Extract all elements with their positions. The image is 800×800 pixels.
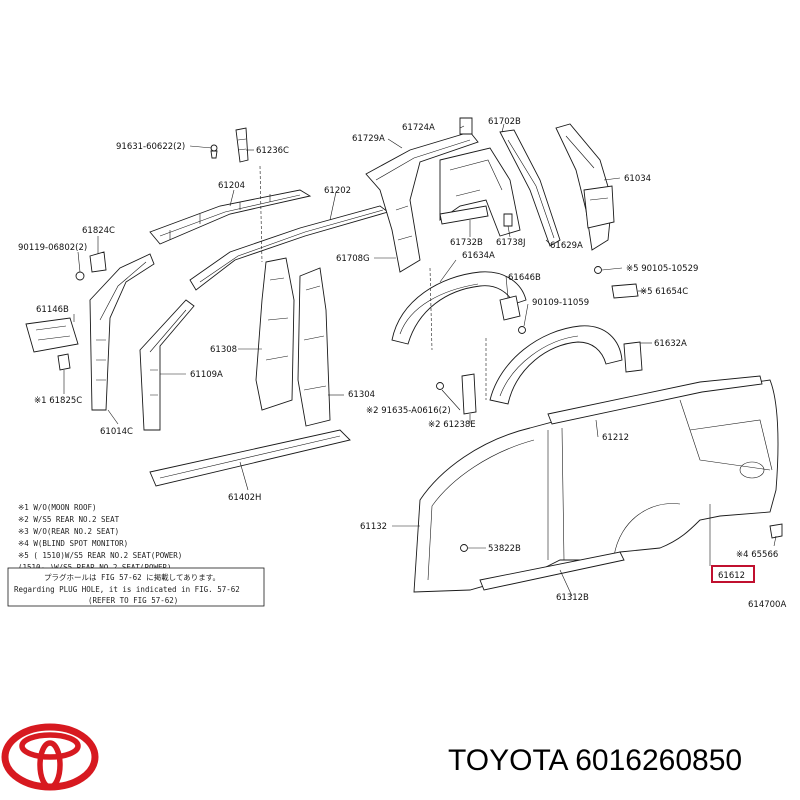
part-61402H xyxy=(149,429,351,487)
notes-block: ※1 W/O(MOON ROOF) ※2 W/S5 REAR NO.2 SEAT… xyxy=(18,503,182,572)
callout-61724A: 61724A xyxy=(402,123,435,133)
callout-61629A: 61629A xyxy=(550,241,583,251)
part-61724A xyxy=(459,117,473,135)
callout-61824C: 61824C xyxy=(82,226,115,236)
part-61629A xyxy=(499,129,561,247)
callout-61738J: 61738J xyxy=(496,238,526,248)
diagram-code: 614700A xyxy=(748,600,786,610)
callout-61732B: 61732B xyxy=(450,238,483,248)
note-1: ※1 W/O(MOON ROOF) xyxy=(18,503,97,512)
callout-61632A: 61632A xyxy=(654,339,687,349)
plug-hole-note: プラグホールは FIG 57-62 に掲載してあります。 Regarding P… xyxy=(7,567,265,607)
fastener-91635 xyxy=(436,382,444,390)
part-61632A xyxy=(489,325,643,405)
callout-61034: 61034 xyxy=(624,174,651,184)
callout-65566: ※4 65566 xyxy=(736,550,778,560)
callout-labels: 91631-60622(2) 61236C 61204 61202 61824C… xyxy=(18,117,786,610)
part-61738J xyxy=(503,213,513,227)
callout-61014C: 61014C xyxy=(100,427,133,437)
fastener-91631 xyxy=(210,144,218,159)
callout-90119: 90119-06802(2) xyxy=(18,243,87,253)
part-61634A xyxy=(391,271,527,345)
part-61304 xyxy=(297,267,331,427)
callout-91635: ※2 91635-A0616(2) xyxy=(366,406,451,416)
callout-61202: 61202 xyxy=(324,186,351,196)
callout-61402H: 61402H xyxy=(228,493,261,503)
callout-91631: 91631-60622(2) xyxy=(116,142,185,152)
callout-61312B: 61312B xyxy=(556,593,589,603)
callout-61825C: ※1 61825C xyxy=(34,396,82,406)
callout-61146B: 61146B xyxy=(36,305,69,315)
part-61612-quarter-panel xyxy=(413,379,779,593)
part-61014C xyxy=(89,253,155,411)
part-61312B xyxy=(479,551,625,591)
part-61646B xyxy=(499,295,521,321)
callout-61212: 61212 xyxy=(602,433,629,443)
leader-lines xyxy=(63,123,777,597)
plug-note-line3: (REFER TO FIG 57-62) xyxy=(88,596,178,605)
brand-part-number: TOYOTA 6016260850 xyxy=(448,744,743,777)
note-6: (1510- )W/S5 REAR NO.2 SEAT(POWER) xyxy=(18,563,172,572)
part-61109A xyxy=(139,299,195,431)
callout-61729A: 61729A xyxy=(352,134,385,144)
note-4: ※4 W(BLIND SPOT MONITOR) xyxy=(18,539,128,548)
toyota-logo xyxy=(1,723,99,791)
part-61732B xyxy=(439,205,489,225)
callout-61702B: 61702B xyxy=(488,117,521,127)
part-61654C xyxy=(611,283,639,299)
callout-61204: 61204 xyxy=(218,181,245,191)
callout-90105: ※5 90105-10529 xyxy=(626,264,698,274)
plug-note-line2: Regarding PLUG HOLE, it is indicated in … xyxy=(14,585,240,594)
note-2: ※2 W/S5 REAR NO.2 SEAT xyxy=(18,515,120,524)
part-61034 xyxy=(555,123,615,251)
note-3: ※3 W/O(REAR NO.2 SEAT) xyxy=(18,527,119,536)
callout-61132: 61132 xyxy=(360,522,387,532)
callout-53822B: 53822B xyxy=(488,544,521,554)
part-53822B xyxy=(460,544,468,552)
callout-61708G: 61708G xyxy=(336,254,370,264)
callout-61109A: 61109A xyxy=(190,370,223,380)
callout-61634A: 61634A xyxy=(462,251,495,261)
callout-61236C: 61236C xyxy=(256,146,289,156)
fastener-90119 xyxy=(75,271,85,281)
part-65566 xyxy=(769,523,783,539)
callout-61308: 61308 xyxy=(210,345,237,355)
note-5: ※5 ( 1510)W/S5 REAR NO.2 SEAT(POWER) xyxy=(18,551,182,560)
part-61708G xyxy=(365,131,479,273)
fastener-90105 xyxy=(594,266,602,274)
callout-61304: 61304 xyxy=(348,390,375,400)
callout-61238E: ※2 61238E xyxy=(428,420,476,430)
part-61204 xyxy=(149,189,312,245)
part-61212 xyxy=(547,375,763,425)
callout-90109: 90109-11059 xyxy=(532,298,589,308)
part-61824C xyxy=(89,251,107,273)
part-61825C xyxy=(57,353,71,371)
highlight-box-61612 xyxy=(711,565,755,583)
part-61146B xyxy=(25,317,79,353)
callout-61646B: 61646B xyxy=(508,273,541,283)
part-61236C xyxy=(235,127,249,163)
callout-61654C: ※5 61654C xyxy=(640,287,688,297)
plug-note-line1: プラグホールは FIG 57-62 に掲載してあります。 xyxy=(44,572,220,582)
fastener-90109 xyxy=(518,326,526,334)
part-61308 xyxy=(255,257,295,411)
part-61238E xyxy=(461,373,477,415)
callout-61612: 61612 xyxy=(718,571,745,581)
